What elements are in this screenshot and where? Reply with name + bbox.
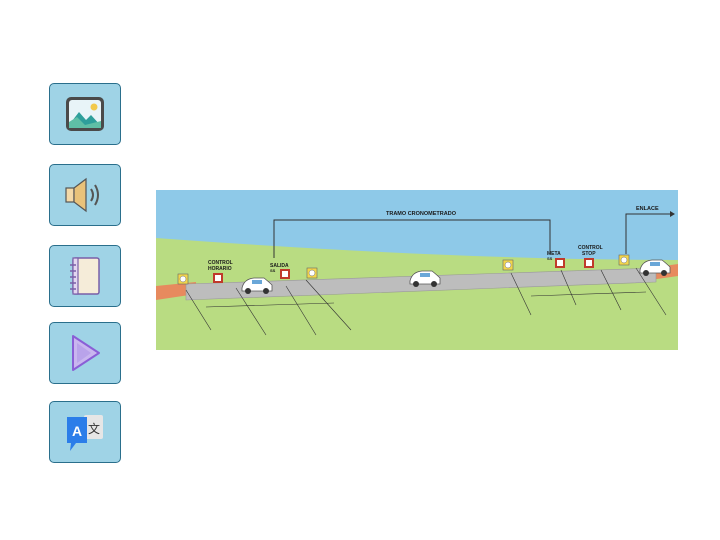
translate-tool-button[interactable]: A 文 [49, 401, 121, 463]
rally-stage-diagram: TRAMO CRONOMETRADO ENLACE CONTROL HORARI… [156, 190, 678, 350]
red-sign-meta [555, 258, 565, 268]
meta-sub-label: SS [547, 256, 553, 261]
dimension-lines [185, 267, 667, 336]
yellow-sign-4 [618, 254, 630, 266]
notebook-tool-button[interactable] [49, 245, 121, 307]
red-sign-control-horario [213, 273, 223, 283]
control-stop-label-2: STOP [582, 251, 596, 257]
svg-text:A: A [72, 423, 82, 439]
yellow-sign-2 [306, 267, 318, 279]
car-1 [241, 277, 273, 294]
notebook-icon [68, 256, 102, 296]
salida-label: SALIDA [270, 263, 289, 269]
red-sign-salida [280, 269, 290, 279]
yellow-sign-1 [177, 273, 189, 285]
image-icon [65, 95, 105, 133]
audio-tool-button[interactable] [49, 164, 121, 226]
speaker-icon [62, 175, 108, 215]
play-icon [67, 333, 103, 373]
control-horario-label-2: HORARIO [208, 266, 232, 272]
car-2 [409, 270, 441, 287]
salida-sub-label: SS [270, 268, 276, 273]
control-horario-label: CONTROL [208, 260, 233, 266]
control-stop-label: CONTROL [578, 245, 603, 251]
car-3 [639, 259, 671, 276]
timed-stage-bracket [273, 219, 551, 258]
svg-text:文: 文 [88, 421, 100, 436]
play-tool-button[interactable] [49, 322, 121, 384]
enlace-label: ENLACE [636, 206, 659, 212]
yellow-sign-3 [502, 259, 514, 271]
enlace-arrow [625, 213, 670, 254]
image-tool-button[interactable] [49, 83, 121, 145]
red-sign-stop [584, 258, 594, 268]
meta-label: META [547, 251, 561, 257]
translate-icon: A 文 [64, 411, 106, 453]
sky-band [156, 190, 678, 260]
timed-stage-label: TRAMO CRONOMETRADO [386, 211, 457, 217]
